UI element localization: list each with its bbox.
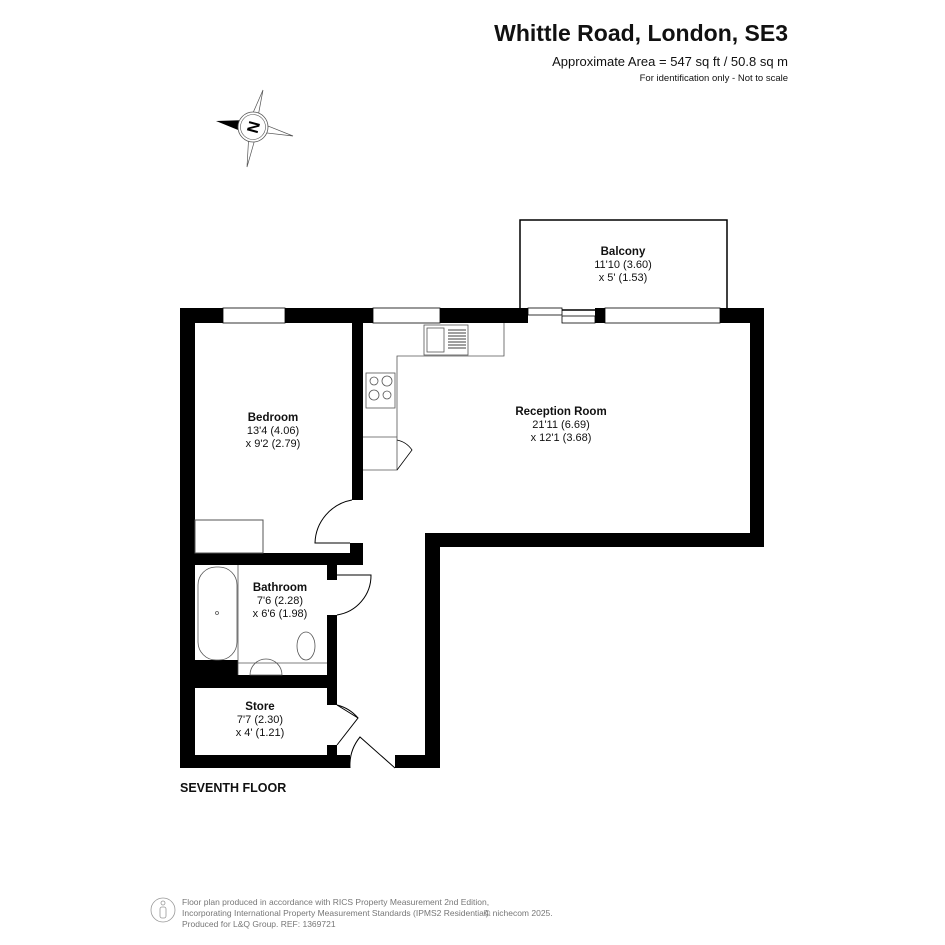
walls	[180, 308, 764, 768]
room-dimension: 13'4 (4.06)	[246, 425, 300, 437]
bathroom-fixtures	[197, 565, 327, 676]
room-label-bedroom: Bedroom 13'4 (4.06) x 9'2 (2.79)	[246, 412, 301, 451]
kitchen-units	[363, 323, 505, 471]
footer-line: Floor plan produced in accordance with R…	[182, 897, 490, 907]
room-dimension: 21'11 (6.69)	[532, 419, 590, 431]
room-dimension: x 6'6 (1.98)	[252, 608, 308, 620]
room-name: Balcony	[600, 246, 646, 258]
room-name: Store	[245, 701, 275, 713]
room-name: Bedroom	[247, 412, 299, 424]
footer-line: Produced for L&Q Group. REF: 1369721	[182, 919, 336, 929]
property-title: Whittle Road, London, SE3	[494, 20, 788, 46]
room-dimension: x 12'1 (3.68)	[530, 432, 592, 444]
room-dimension: 11'10 (3.60)	[594, 259, 652, 271]
room-label-reception: Reception Room 21'11 (6.69) x 12'1 (3.68…	[515, 406, 606, 445]
room-label-store: Store 7'7 (2.30) x 4' (1.21)	[236, 701, 285, 740]
room-dimension: x 9'2 (2.79)	[245, 438, 301, 450]
compass-icon: N	[216, 89, 294, 168]
windows	[222, 307, 721, 324]
svg-text:N: N	[245, 120, 264, 136]
room-name: Reception Room	[515, 406, 607, 418]
floor-label: SEVENTH FLOOR	[180, 781, 287, 795]
footer-notes: Floor plan produced in accordance with R…	[182, 897, 491, 930]
footer-line: Incorporating International Property Mea…	[182, 908, 491, 918]
scale-note: For identification only - Not to scale	[639, 73, 788, 84]
room-dimension: 7'6 (2.28)	[256, 595, 304, 607]
room-dimension: x 5' (1.53)	[598, 272, 648, 284]
doors	[194, 499, 396, 769]
room-dimension: x 4' (1.21)	[235, 727, 285, 739]
room-dimension: 7'7 (2.30)	[236, 714, 284, 726]
room-label-bathroom: Bathroom 7'6 (2.28) x 6'6 (1.98)	[253, 582, 308, 621]
room-name: Bathroom	[252, 582, 308, 594]
copyright: © nichecom 2025.	[484, 908, 553, 918]
room-label-balcony: Balcony 11'10 (3.60) x 5' (1.53)	[594, 246, 652, 285]
approximate-area: Approximate Area = 547 sq ft / 50.8 sq m	[552, 54, 788, 69]
